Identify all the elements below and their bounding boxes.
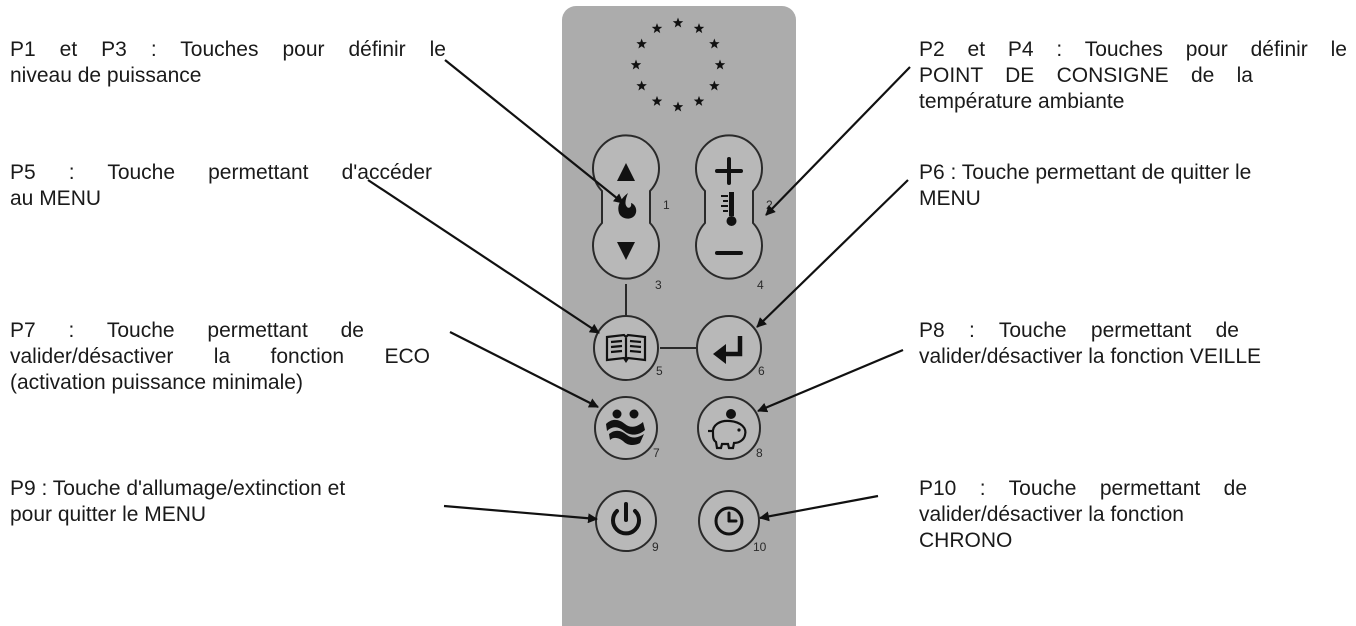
label-p1-p3: P1 et P3 : Touches pour définir le nivea… bbox=[10, 37, 446, 89]
eu-star bbox=[651, 23, 663, 34]
label-p10: P10 : Touche permettant de valider/désac… bbox=[919, 476, 1347, 554]
arrow-p6 bbox=[756, 179, 909, 328]
enter-return-icon bbox=[713, 336, 743, 364]
label-p10-line-3: CHRONO bbox=[919, 529, 1013, 552]
label-p1-p3-line-2: niveau de puissance bbox=[10, 64, 202, 87]
label-p6: P6 : Touche permettant de quitter le MEN… bbox=[919, 160, 1347, 212]
label-p7: P7 : Touche permettant de valider/désact… bbox=[10, 318, 430, 396]
eco-waves-icon bbox=[606, 409, 645, 446]
chrono-button-p10[interactable] bbox=[698, 490, 760, 552]
label-p10-line-1: P10 : Touche permettant de bbox=[919, 477, 1247, 500]
label-p2-p4-line-2: POINT DE CONSIGNE de la bbox=[919, 64, 1253, 87]
arrow-p7 bbox=[449, 331, 599, 408]
label-p1-p3-line-1: P1 et P3 : Touches pour définir le bbox=[10, 38, 446, 61]
standby-button-p8[interactable] bbox=[697, 396, 761, 460]
button-connectors bbox=[625, 284, 696, 349]
button-number-2: 2 bbox=[766, 198, 773, 212]
arrow-p1-p3 bbox=[444, 59, 624, 204]
eco-button-p7[interactable] bbox=[594, 396, 658, 460]
label-p6-line-1: P6 : Touche permettant de quitter le bbox=[919, 161, 1252, 184]
eu-star bbox=[709, 80, 720, 91]
arrow-p5 bbox=[367, 179, 600, 334]
eu-stars-logo bbox=[630, 17, 726, 112]
eu-star bbox=[672, 101, 684, 112]
label-p8: P8 : Touche permettant de valider/désact… bbox=[919, 318, 1347, 370]
eu-star bbox=[672, 17, 684, 28]
label-p2-p4-line-3: température ambiante bbox=[919, 90, 1125, 113]
button-number-5: 5 bbox=[656, 364, 663, 378]
plus-icon bbox=[715, 157, 743, 185]
clock-icon bbox=[714, 506, 744, 536]
arrow-p8 bbox=[757, 348, 904, 413]
callout-arrows bbox=[367, 59, 911, 524]
button-number-9: 9 bbox=[652, 540, 659, 554]
eu-star bbox=[693, 95, 705, 106]
eu-star bbox=[693, 23, 705, 34]
eu-star bbox=[636, 80, 647, 91]
exit-menu-button-p6[interactable] bbox=[696, 315, 762, 381]
button-number-3: 3 bbox=[655, 278, 662, 292]
label-p6-line-2: MENU bbox=[919, 187, 981, 210]
eu-star bbox=[714, 59, 726, 70]
button-number-1: 1 bbox=[663, 198, 670, 212]
arrow-up-icon bbox=[617, 163, 635, 181]
power-level-button-p1-p3[interactable] bbox=[592, 134, 660, 280]
label-p8-line-1: P8 : Touche permettant de bbox=[919, 319, 1239, 342]
temperature-setpoint-button-p2-p4[interactable] bbox=[695, 134, 763, 280]
arrow-p9 bbox=[443, 504, 598, 524]
label-p8-line-2: valider/désactiver la fonction VEILLE bbox=[919, 345, 1262, 368]
eu-star bbox=[709, 38, 720, 49]
button-numbers: 1 2 3 4 5 6 7 8 9 10 bbox=[652, 198, 773, 554]
label-p2-p4: P2 et P4 : Touches pour définir le POINT… bbox=[919, 37, 1347, 115]
eu-star bbox=[630, 59, 642, 70]
label-p7-line-1: P7 : Touche permettant de bbox=[10, 319, 364, 342]
power-button-p9[interactable] bbox=[595, 490, 657, 552]
remote-body bbox=[562, 6, 796, 626]
label-p7-line-2: valider/désactiver la fonction ECO bbox=[10, 345, 430, 368]
piggy-bank-icon bbox=[708, 409, 747, 450]
eu-star bbox=[651, 95, 663, 106]
arrow-p2-p4 bbox=[765, 66, 911, 216]
book-menu-icon bbox=[605, 333, 647, 363]
label-p5-line-2: au MENU bbox=[10, 187, 102, 210]
label-p9-line-2: pour quitter le MENU bbox=[10, 503, 207, 526]
label-p7-line-3: (activation puissance minimale) bbox=[10, 371, 303, 394]
button-number-7: 7 bbox=[653, 446, 660, 460]
label-p10-line-2: valider/désactiver la fonction bbox=[919, 503, 1184, 526]
button-number-6: 6 bbox=[758, 364, 765, 378]
arrow-p10 bbox=[759, 494, 879, 522]
arrow-down-icon bbox=[617, 242, 635, 260]
label-p5-line-1: P5 : Touche permettant d'accéder bbox=[10, 161, 432, 184]
power-icon bbox=[611, 502, 641, 536]
menu-button-p5[interactable] bbox=[593, 315, 659, 381]
label-p2-p4-line-1: P2 et P4 : Touches pour définir le bbox=[919, 38, 1347, 61]
label-p9-line-1: P9 : Touche d'allumage/extinction et bbox=[10, 477, 346, 500]
thermometer-icon bbox=[721, 192, 737, 226]
label-p9: P9 : Touche d'allumage/extinction et pou… bbox=[10, 476, 434, 528]
button-number-8: 8 bbox=[756, 446, 763, 460]
button-number-10: 10 bbox=[753, 540, 767, 554]
eu-star bbox=[636, 38, 647, 49]
button-number-4: 4 bbox=[757, 278, 764, 292]
label-p5: P5 : Touche permettant d'accéder au MENU bbox=[10, 160, 432, 212]
